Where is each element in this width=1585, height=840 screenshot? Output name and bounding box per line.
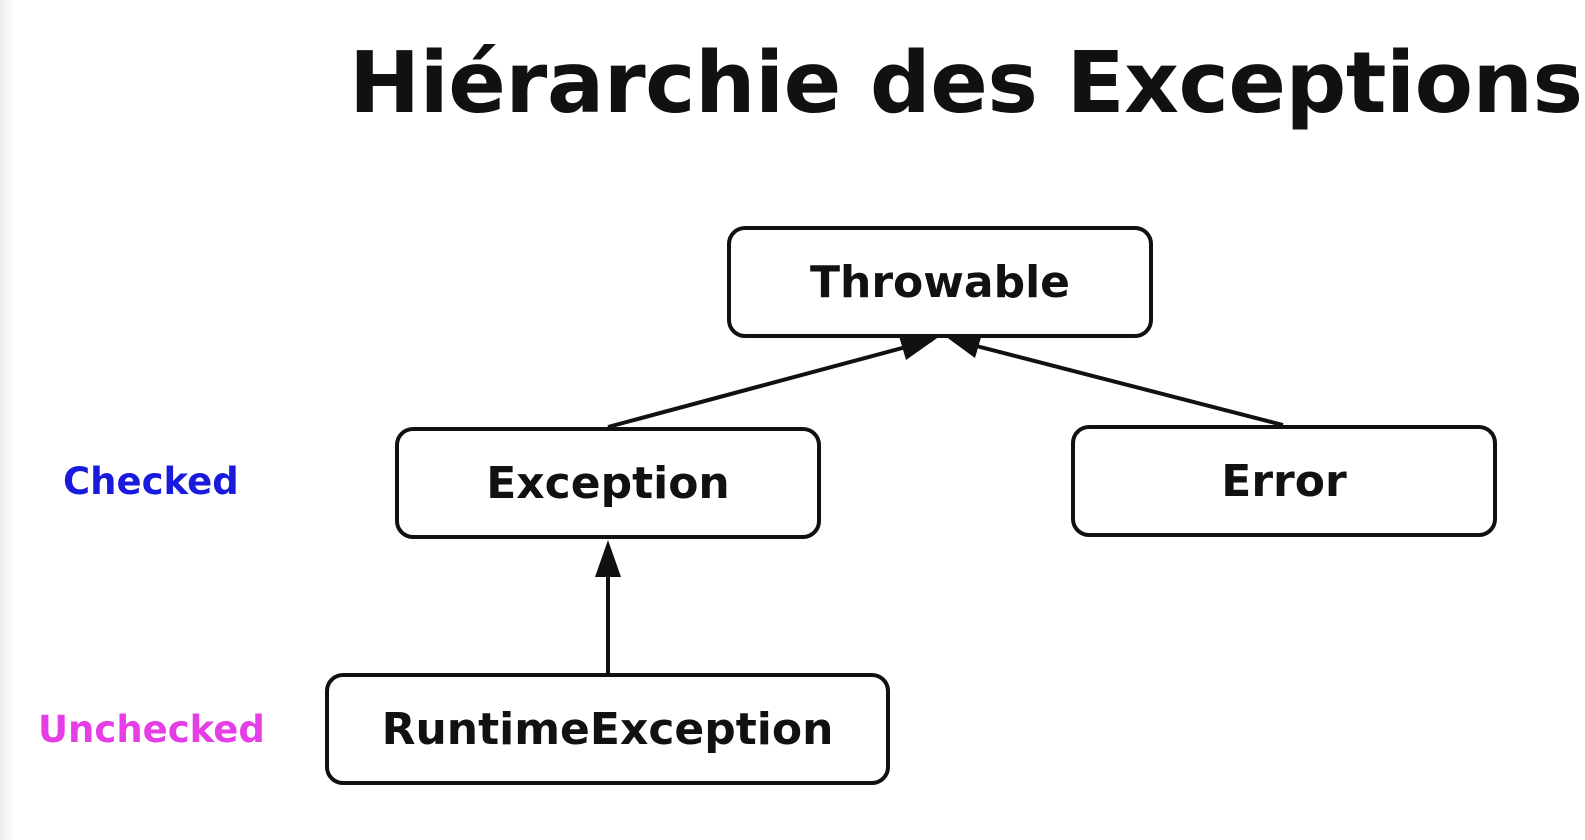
- left-edge-shadow: [0, 0, 14, 840]
- checked-label: Checked: [63, 460, 239, 503]
- exception-label: Exception: [486, 457, 730, 509]
- unchecked-label: Unchecked: [38, 708, 265, 751]
- arrowhead-exception-to-throwable: [899, 336, 940, 360]
- error-label: Error: [1221, 455, 1347, 507]
- page-title: Hiérarchie des Exceptions: [349, 34, 1583, 133]
- arrow-error-to-throwable: [952, 338, 1284, 427]
- arrow-exception-to-throwable: [607, 338, 933, 429]
- throwable-node: Throwable: [727, 226, 1153, 338]
- exception-node: Exception: [395, 427, 821, 539]
- throwable-label: Throwable: [809, 256, 1071, 308]
- error-node: Error: [1071, 425, 1497, 537]
- arrowhead-error-to-throwable: [945, 334, 982, 358]
- runtime-exception-node: RuntimeException: [325, 673, 890, 785]
- runtime-exception-label: RuntimeException: [381, 703, 834, 755]
- arrowhead-runtime-to-exception: [595, 540, 621, 577]
